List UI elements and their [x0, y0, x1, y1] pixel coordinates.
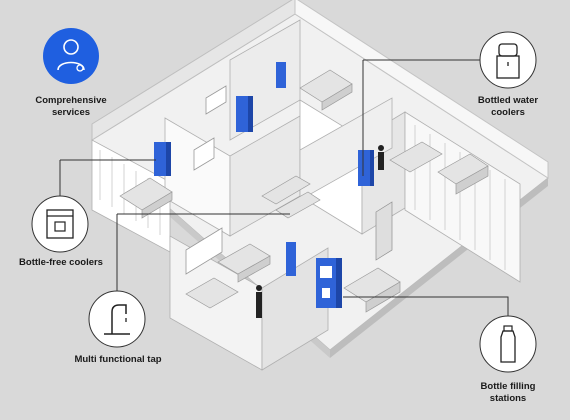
bottled-line-1: Bottled water: [477, 95, 539, 106]
bottle-free-coolers-label: Bottle-free coolers: [6, 257, 116, 269]
bookshelf: [375, 201, 393, 261]
wall-boards: [185, 85, 227, 275]
multi-tap-text: Multi functional tap: [74, 354, 162, 365]
people: [256, 145, 384, 318]
cooler-unit: [286, 242, 296, 276]
tap-icon: [88, 290, 146, 348]
bottle-free-cooler-icon: [31, 195, 89, 253]
comprehensive-line-2: services: [51, 107, 91, 118]
bottled-line-2: coolers: [491, 107, 525, 118]
cooler-unit: [236, 96, 253, 132]
comprehensive-services-label: Comprehensive services: [16, 95, 126, 119]
outer-wall-right: [294, 0, 549, 179]
cooler-unit: [276, 62, 286, 88]
outer-wall-left: [91, 0, 296, 141]
furniture: [119, 69, 489, 313]
comprehensive-line-1: Comprehensive: [35, 95, 107, 106]
water-bottle-cooler-icon: [479, 31, 537, 89]
cooler-unit: [154, 142, 171, 176]
bottle-icon: [479, 315, 537, 373]
multi-functional-tap-label: Multi functional tap: [62, 354, 174, 366]
bottled-water-coolers-label: Bottled water coolers: [458, 95, 558, 119]
filling-line-2: stations: [489, 393, 527, 404]
bottle-filling-station: [316, 258, 342, 308]
water-coolers: [154, 62, 374, 308]
cooler-unit: [358, 150, 374, 186]
bottle-filling-stations-label: Bottle filling stations: [462, 381, 554, 405]
person-service-icon: [43, 28, 99, 84]
filling-line-1: Bottle filling: [480, 381, 536, 392]
bottle-free-text: Bottle-free coolers: [19, 257, 103, 268]
leader-lines: [59, 59, 509, 316]
